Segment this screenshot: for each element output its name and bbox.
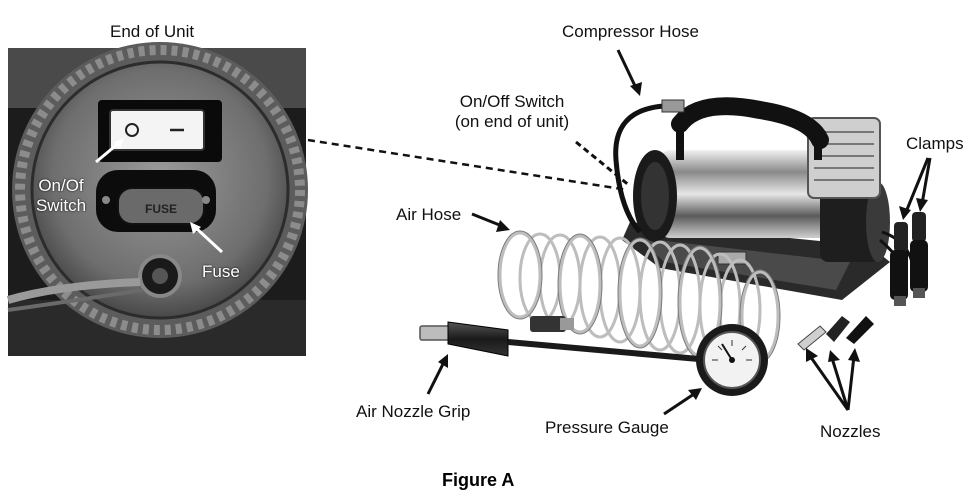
leader-arrows — [426, 49, 932, 416]
nozzles-set — [797, 316, 874, 351]
label-onoff-switch: On/Off Switch (on end of unit) — [444, 92, 580, 132]
label-end-of-unit: End of Unit — [110, 22, 195, 41]
label-air-nozzle-grip: Air Nozzle Grip — [356, 402, 471, 421]
figure-caption: Figure A — [442, 470, 515, 490]
label-onoff-switch-inset: On/Of Switch — [28, 176, 94, 216]
label-onoff-switch-line2: (on end of unit) — [454, 112, 570, 131]
pressure-gauge — [696, 324, 768, 396]
label-onoff-switch-line1: On/Off Switch — [459, 92, 565, 111]
label-fuse: Fuse — [202, 262, 240, 281]
compressor-illustration — [613, 97, 928, 306]
clamp-right — [910, 212, 928, 298]
clamp-left — [890, 222, 908, 306]
nozzle-grip-assembly — [419, 321, 711, 363]
label-compressor-hose: Compressor Hose — [562, 22, 699, 41]
label-air-hose: Air Hose — [396, 205, 462, 224]
label-nozzles: Nozzles — [820, 422, 881, 441]
fuse-plate-text: FUSE — [145, 202, 177, 216]
end-of-unit-inset: FUSE — [6, 42, 308, 356]
label-onoff-switch-inset-line1: On/Of — [38, 176, 84, 195]
label-clamps: Clamps — [906, 134, 964, 153]
label-pressure-gauge: Pressure Gauge — [545, 418, 669, 437]
inset-leader-dashed — [307, 138, 629, 192]
label-onoff-switch-inset-line2: Switch — [35, 196, 87, 215]
